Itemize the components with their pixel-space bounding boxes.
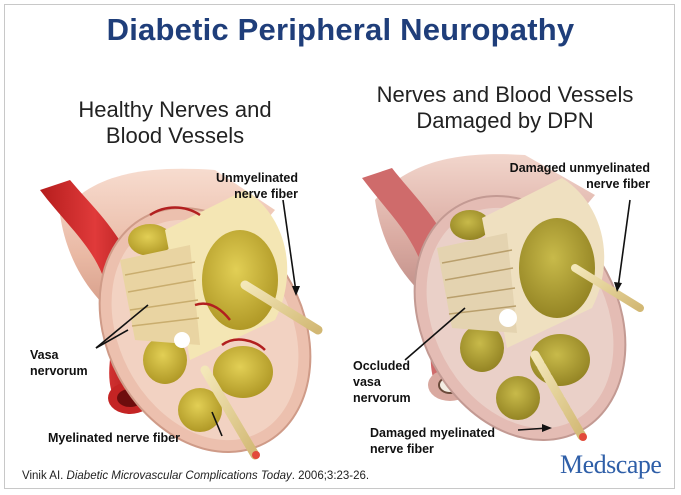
damaged-fascicle-end: [519, 218, 595, 318]
citation-ref: . 2006;3:23-26.: [292, 470, 369, 482]
label-damaged-myelinated: Damaged myelinated nerve fiber: [370, 425, 495, 457]
label-damaged-unmyelinated: Damaged unmyelinated nerve fiber: [475, 160, 650, 192]
label-text: nervorum: [30, 363, 88, 379]
label-text: Occluded: [353, 358, 411, 374]
label-text: nervorum: [353, 390, 411, 406]
citation-author: Vinik AI.: [22, 470, 63, 482]
label-text: Unmyelinated: [198, 170, 298, 186]
label-healthy-myelinated: Myelinated nerve fiber: [48, 430, 180, 446]
citation-journal: Diabetic Microvascular Complications Tod…: [67, 470, 292, 482]
label-healthy-vasa-nervorum: Vasa nervorum: [30, 347, 88, 379]
medscape-logo: Medscape: [560, 450, 661, 480]
label-text: nerve fiber: [370, 441, 495, 457]
label-text: nerve fiber: [475, 176, 650, 192]
label-text: Damaged unmyelinated: [475, 160, 650, 176]
damaged-pointer-unmyelinated: [618, 200, 630, 288]
label-healthy-unmyelinated: Unmyelinated nerve fiber: [198, 170, 298, 202]
healthy-marker-dot: [174, 332, 190, 348]
label-text: vasa: [353, 374, 411, 390]
label-text: Damaged myelinated: [370, 425, 495, 441]
label-damaged-occluded-vasa: Occluded vasa nervorum: [353, 358, 411, 406]
label-text: Vasa: [30, 347, 88, 363]
healthy-fascicle-end: [202, 230, 278, 330]
healthy-fiber-tip: [252, 451, 260, 459]
citation: Vinik AI. Diabetic Microvascular Complic…: [22, 470, 369, 482]
label-text: nerve fiber: [198, 186, 298, 202]
damaged-fascicle: [496, 376, 540, 420]
damaged-marker-dot: [499, 309, 517, 327]
damaged-fiber-tip: [579, 433, 587, 441]
